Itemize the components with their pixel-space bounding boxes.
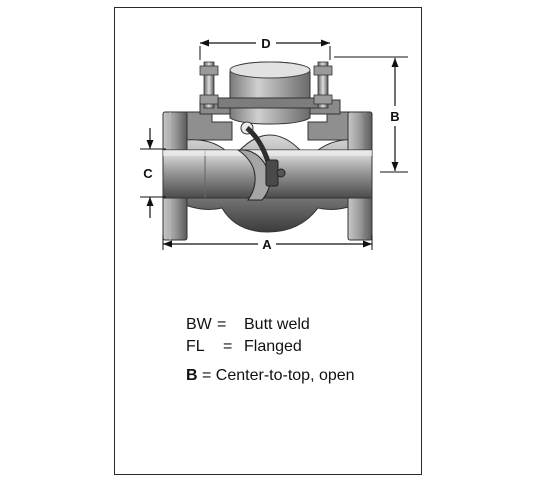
legend-note-key: B (186, 367, 198, 384)
dimension-d (199, 39, 331, 60)
dimension-c-label: C (143, 166, 153, 181)
dimension-b-label: B (390, 109, 399, 124)
dimension-a-label: A (262, 237, 272, 252)
dimension-d-label: D (261, 36, 270, 51)
dimension-a (162, 235, 373, 250)
legend-row-fl: FL = Flanged (186, 338, 386, 358)
legend-equals: = (223, 338, 233, 355)
dimension-c (140, 128, 166, 218)
bonnet (217, 61, 323, 125)
legend-abbr: FL (186, 338, 205, 355)
swing-disc (236, 121, 286, 201)
legend-desc: Butt weld (244, 316, 310, 333)
left-bolt-icon (199, 61, 219, 109)
legend-note: B = Center-to-top, open (186, 367, 355, 385)
legend-row-bw: BW = Butt weld (186, 316, 386, 336)
right-bolt-icon (313, 61, 333, 109)
legend-abbr: BW (186, 316, 212, 333)
legend-equals: = (217, 316, 227, 333)
dimension-b (334, 56, 408, 173)
legend-note-text: = Center-to-top, open (202, 367, 355, 384)
legend-desc: Flanged (244, 338, 302, 355)
